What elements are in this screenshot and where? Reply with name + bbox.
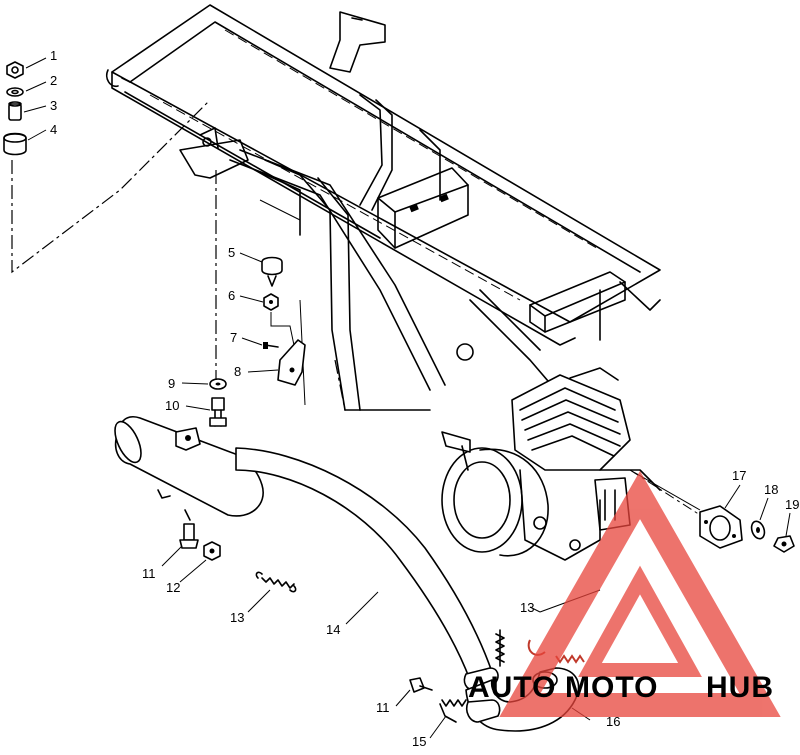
watermark-triangle [499,470,781,717]
callout-11-upper: 11 [142,566,156,581]
engine-assembly [441,367,701,561]
callout-11-lower: 11 [376,700,390,715]
watermark-text: AUTO MOTO HUB [468,671,774,704]
callout-6: 6 [228,288,235,303]
frame-assembly [105,4,661,411]
callout-14: 14 [326,622,340,637]
callout-16: 16 [606,714,620,729]
watermark-text-auto: AUTO [468,671,556,704]
hardware-parts [3,61,585,723]
callout-18: 18 [764,482,778,497]
callout-17: 17 [732,468,746,483]
callout-5: 5 [228,245,235,260]
callout-labels: 1 2 3 4 5 6 7 8 9 10 11 12 13 14 13 11 1… [50,48,799,749]
watermark-logo [499,470,781,717]
watermark-text-moto: MOTO [565,671,658,704]
exhaust-flange-parts [699,505,795,553]
callout-8: 8 [234,364,241,379]
callout-2: 2 [50,73,57,88]
callout-10: 10 [165,398,179,413]
callout-12: 12 [166,580,180,595]
callout-1: 1 [50,48,57,63]
callout-4: 4 [50,122,57,137]
callout-3: 3 [50,98,57,113]
callout-19: 19 [785,497,799,512]
callout-7: 7 [230,330,237,345]
callout-15: 15 [412,734,426,749]
callout-13-lower: 13 [520,600,534,615]
watermark-text-hub: HUB [706,671,774,704]
callout-9: 9 [168,376,175,391]
callout-13-upper: 13 [230,610,244,625]
